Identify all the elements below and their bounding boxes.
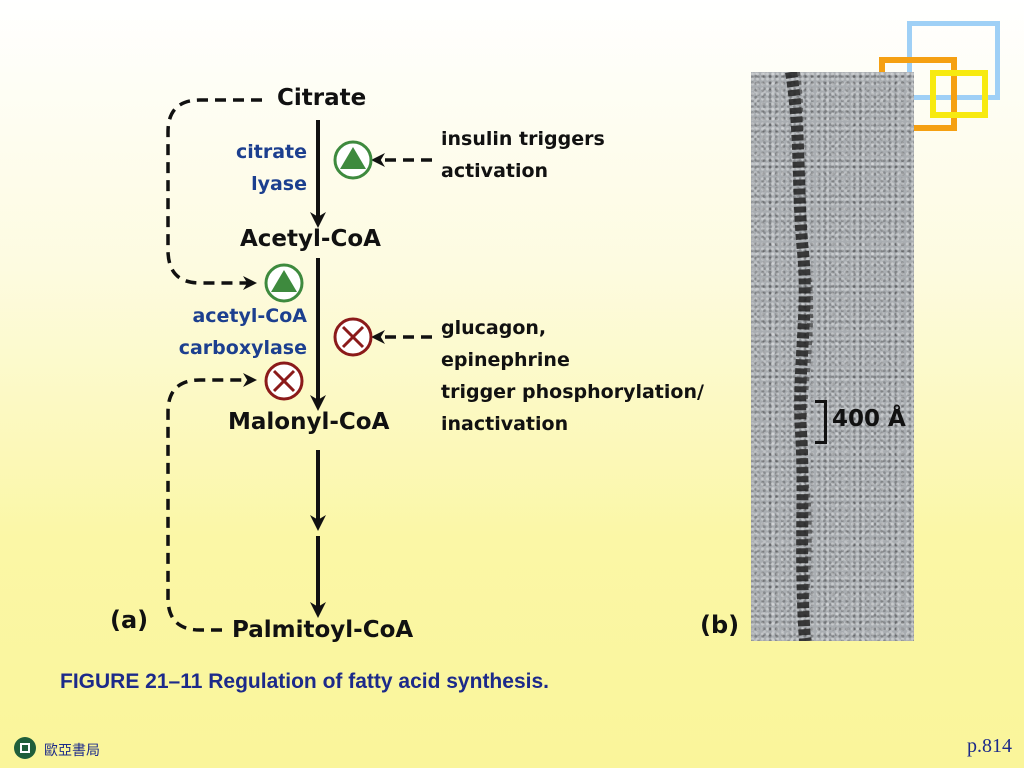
node-palmitoyl-coa: Palmitoyl-CoA	[232, 617, 414, 643]
note-line: epinephrine	[441, 349, 570, 371]
pathway-arrows	[166, 98, 432, 632]
scale-bracket	[815, 400, 827, 444]
note-line: trigger phosphorylation/	[441, 381, 704, 403]
scale-label: 400 Å	[832, 406, 906, 432]
node-citrate: Citrate	[277, 85, 367, 111]
enzyme-citrate-lyase: citrate lyase	[236, 136, 307, 200]
note-line: glucagon,	[441, 317, 547, 339]
decor-square-yellow	[930, 70, 988, 118]
enzyme-line: citrate	[235, 141, 307, 163]
dashed-palmitoylcoa-to-carboxylase	[166, 373, 257, 632]
note-line: activation	[441, 160, 549, 182]
note-line: inactivation	[441, 413, 569, 435]
publisher-name: 歐亞書局	[44, 744, 100, 759]
electron-micrograph	[751, 72, 914, 641]
enzyme-line: carboxylase	[178, 337, 307, 359]
filament-strand	[785, 72, 814, 641]
page-number: p.814	[967, 735, 1012, 757]
note-line: insulin triggers	[441, 128, 605, 150]
note-insulin: insulin triggers activation	[441, 123, 605, 187]
activation-triangle-icon	[264, 263, 304, 303]
inhibition-x-icon	[264, 361, 304, 401]
panel-label-a: (a)	[110, 606, 149, 634]
dashed-citrate-to-carboxylase	[166, 98, 262, 290]
activation-triangle-icon	[333, 140, 373, 180]
node-acetyl-coa: Acetyl-CoA	[240, 226, 381, 252]
inhibition-x-icon	[333, 317, 373, 357]
enzyme-acetyl-coa-carboxylase: acetyl-CoA carboxylase	[179, 300, 307, 364]
publisher-logo-mark	[20, 743, 30, 753]
note-glucagon: glucagon, epinephrine trigger phosphoryl…	[441, 312, 704, 440]
enzyme-line: acetyl-CoA	[192, 305, 307, 327]
publisher-logo-icon	[14, 737, 36, 759]
enzyme-line: lyase	[251, 173, 307, 195]
panel-label-b: (b)	[700, 611, 740, 639]
node-malonyl-coa: Malonyl-CoA	[228, 409, 390, 435]
figure-caption: FIGURE 21–11 Regulation of fatty acid sy…	[60, 670, 549, 693]
